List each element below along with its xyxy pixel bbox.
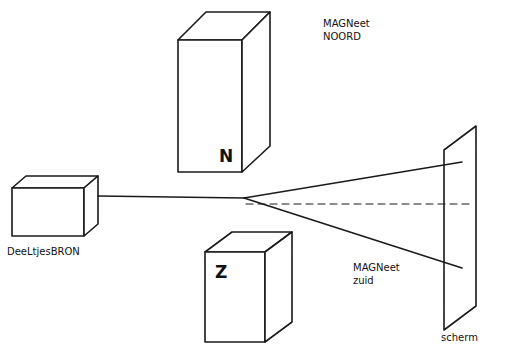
magnet-label: MAGNeet NOORD xyxy=(322,18,384,43)
deflected-beam xyxy=(244,198,462,268)
source-label: DeeLtjesBRON xyxy=(6,246,81,259)
magnet-label: MAGNeet zuid xyxy=(352,262,412,287)
south-magnet xyxy=(205,232,292,342)
particle-source xyxy=(12,176,98,236)
pole-letter: Z xyxy=(214,262,228,283)
deflected-beam xyxy=(244,162,462,198)
screen-label: scherm xyxy=(440,332,479,345)
screen xyxy=(444,126,476,330)
particle-beam xyxy=(98,196,244,198)
north-magnet xyxy=(178,12,270,172)
undeflected-path xyxy=(246,203,470,204)
pole-letter: N xyxy=(218,146,234,167)
